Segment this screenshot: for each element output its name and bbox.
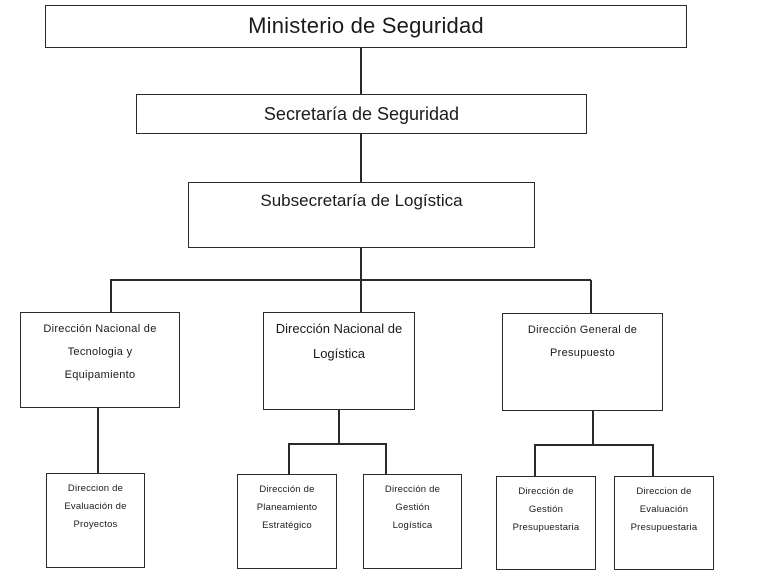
node-label-line: Dirección Nacional de: [43, 323, 157, 335]
node-direccion-gestion-logistica: Dirección de Gestión Logística: [363, 474, 462, 569]
connector-logistica-down: [338, 410, 340, 443]
node-direccion-evaluacion-presupuestaria: Direccion de Evaluación Presupuestaria: [614, 476, 714, 570]
node-label-line: Planeamiento: [256, 502, 318, 513]
node-direccion-gestion-presupuestaria: Dirección de Gestión Presupuestaria: [496, 476, 596, 570]
connector-to-gestion-logistica: [385, 443, 387, 474]
node-label-line: Presupuesto: [549, 347, 616, 359]
node-label-line: Presupuestaria: [512, 522, 580, 533]
node-label-line: Dirección de: [259, 484, 315, 495]
node-direccion-general-presupuesto: Dirección General de Presupuesto: [502, 313, 663, 411]
node-direccion-planeamiento-estrategico: Dirección de Planeamiento Estratégico: [237, 474, 337, 569]
connector-to-evaluacion-presupuestaria: [652, 444, 654, 476]
node-label-line: Presupuestaria: [630, 522, 698, 533]
node-label-line: Equipamiento: [64, 369, 136, 381]
node-label-line: Tecnologia y: [67, 346, 133, 358]
node-label-line: Gestión: [395, 502, 430, 513]
node-label-line: Logística: [312, 346, 366, 361]
connector-level4-bar: [110, 279, 591, 281]
node-ministerio-de-seguridad: Ministerio de Seguridad: [45, 5, 687, 48]
node-label-line: Logística: [392, 520, 433, 531]
node-label-line: Direccion de: [67, 483, 124, 494]
connector-logistica-bar: [288, 443, 386, 445]
node-label-line: Direccion de: [636, 486, 692, 497]
node-direccion-nacional-logistica: Dirección Nacional de Logística: [263, 312, 415, 410]
connector-ministerio-secretaria: [360, 48, 362, 94]
connector-to-tecnologia: [110, 279, 112, 312]
node-direccion-nacional-tecnologia-equipamiento: Dirección Nacional de Tecnologia y Equip…: [20, 312, 180, 408]
node-label: Secretaría de Seguridad: [263, 104, 460, 124]
node-label-line: Evaluación: [639, 504, 689, 515]
node-label-line: Estratégico: [262, 520, 312, 531]
connector-to-gestion-presupuestaria: [534, 444, 536, 476]
node-label-line: Gestión: [528, 504, 564, 515]
node-subsecretaria-de-logistica: Subsecretaría de Logística: [188, 182, 535, 248]
node-label: Subsecretaría de Logística: [260, 191, 463, 210]
node-label-line: Dirección Nacional de: [275, 321, 403, 336]
node-label-line: Evaluación de: [64, 501, 127, 512]
connector-to-presupuesto: [590, 280, 592, 313]
node-label: Ministerio de Seguridad: [248, 13, 484, 38]
node-label-line: Dirección de: [384, 484, 441, 495]
connector-to-planeamiento: [288, 443, 290, 474]
node-direccion-evaluacion-proyectos: Direccion de Evaluación de Proyectos: [46, 473, 145, 568]
connector-tecnologia-down: [97, 408, 99, 473]
node-label-line: Dirección de: [518, 486, 574, 497]
connector-presupuesto-down: [592, 411, 594, 444]
node-secretaria-de-seguridad: Secretaría de Seguridad: [136, 94, 587, 134]
connector-secretaria-subsecretaria: [360, 134, 362, 182]
node-label-line: Proyectos: [73, 519, 118, 530]
connector-presupuesto-bar: [534, 444, 653, 446]
node-label-line: Dirección General de: [527, 324, 638, 336]
